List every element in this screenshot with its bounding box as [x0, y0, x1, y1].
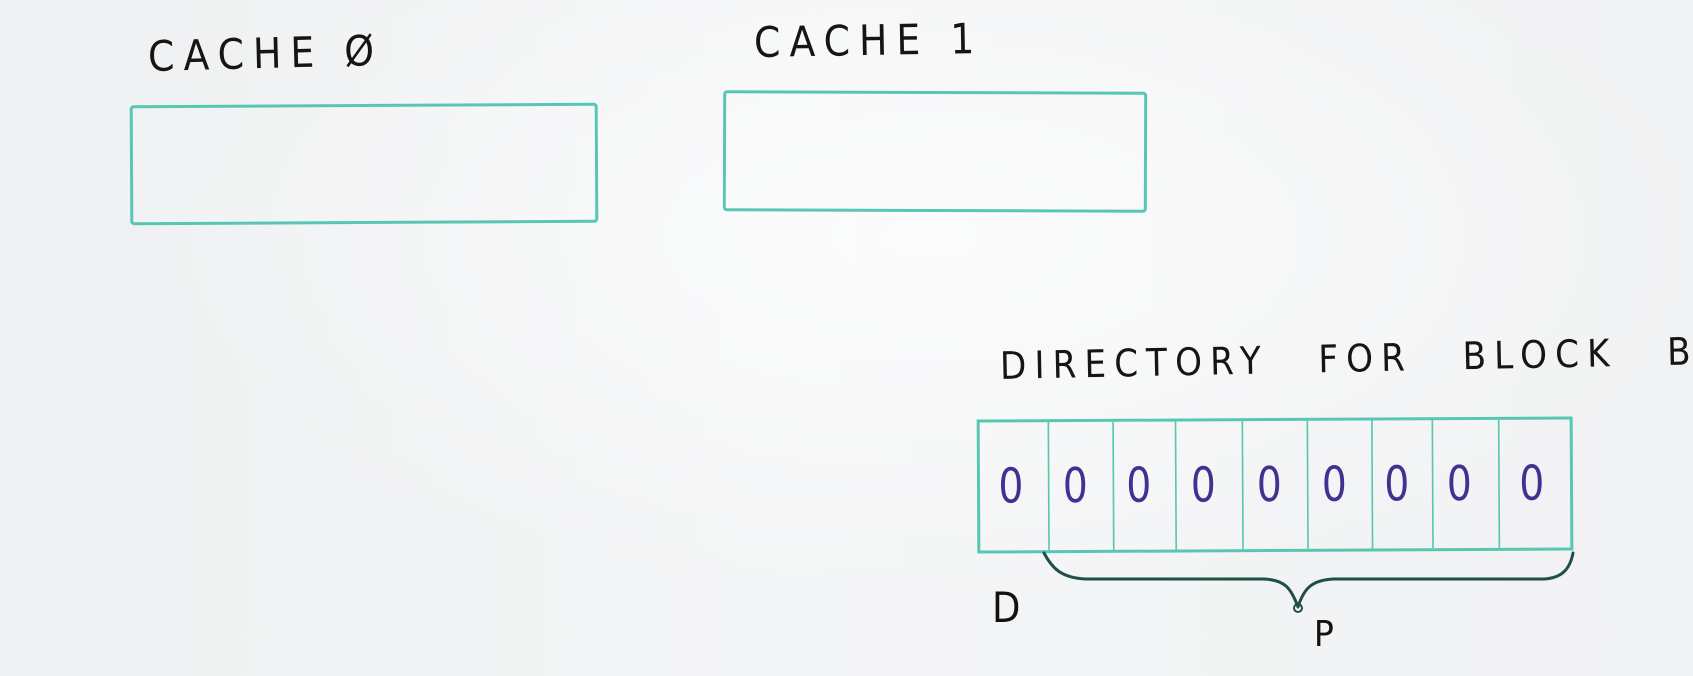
- directory-presence-bit: 0: [1047, 421, 1102, 551]
- cache-0-title: CACHE Ø: [147, 25, 384, 81]
- directory-presence-bit: 0: [1306, 420, 1361, 549]
- directory-presence-bit: 0: [1371, 420, 1421, 549]
- directory-title-word-3: BLOCK: [1462, 331, 1619, 379]
- cache-0-box: [129, 102, 599, 226]
- presence-bits-brace-path: [1042, 551, 1575, 609]
- presence-bits-brace-dot: [1293, 603, 1303, 613]
- cache-1-title: CACHE 1: [753, 14, 984, 67]
- directory-entry-strip: 0 0 0 0 0 0 0 0 0: [976, 416, 1574, 554]
- directory-presence-bit: 0: [1241, 420, 1296, 550]
- directory-presence-bit: 0: [1112, 421, 1164, 550]
- directory-title-word-2: FOR: [1317, 335, 1414, 382]
- directory-title-word-4: B: [1666, 329, 1693, 375]
- presence-bits-brace: [1042, 551, 1575, 613]
- directory-title: DIRECTORY FOR BLOCK B: [1000, 329, 1693, 388]
- presence-bits-label: P: [1313, 614, 1334, 655]
- directory-presence-bit: 0: [1174, 421, 1231, 550]
- directory-presence-bit: 0: [1431, 419, 1486, 549]
- dirty-bit-label: D: [991, 583, 1021, 632]
- directory-presence-bit: 0: [1497, 419, 1565, 548]
- directory-title-word-1: DIRECTORY: [999, 338, 1270, 388]
- cache-1-box: [722, 90, 1148, 213]
- directory-dirty-bit: 0: [998, 458, 1024, 515]
